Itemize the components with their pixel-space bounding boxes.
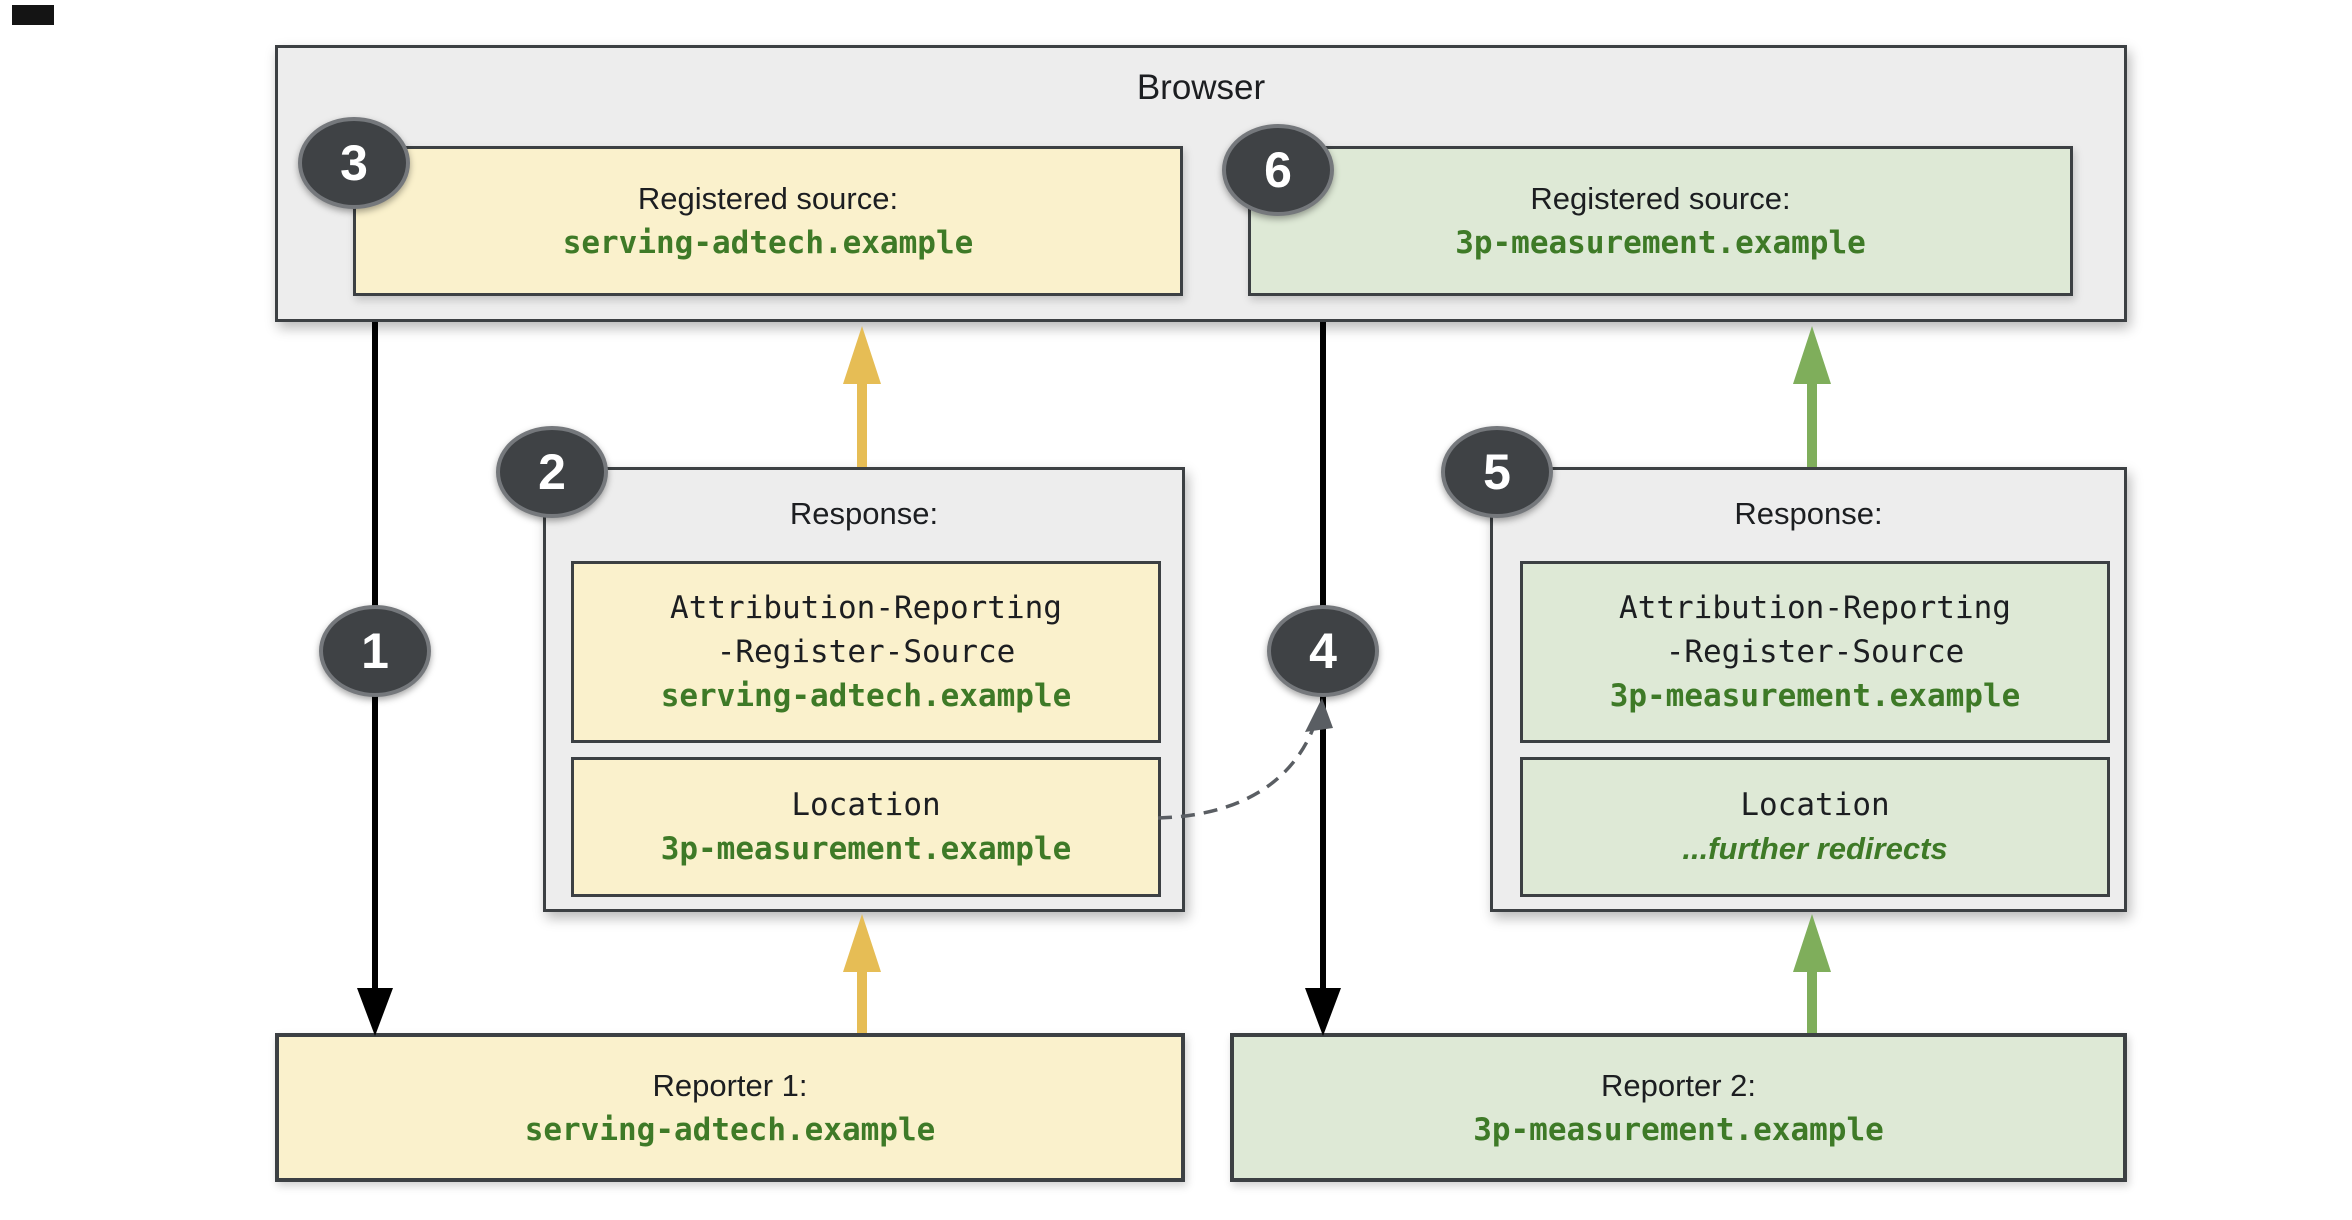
response-1-box: Response: Attribution-Reporting -Registe… xyxy=(543,467,1185,912)
response-1-location-value: 3p-measurement.example xyxy=(660,831,1072,867)
response-2-location-value: ...further redirects xyxy=(1682,831,1948,866)
browser-title: Browser xyxy=(1136,68,1266,107)
step-badge-5: 5 xyxy=(1441,426,1553,518)
screenshot-corner-artifact xyxy=(12,5,54,25)
step-badge-6: 6 xyxy=(1222,124,1334,216)
step-badge-3: 3 xyxy=(298,117,410,209)
response-1-header-domain: serving-adtech.example xyxy=(660,678,1072,714)
response-2-register-source-box: Attribution-Reporting -Register-Source 3… xyxy=(1520,561,2110,743)
response-1-title: Response: xyxy=(789,496,939,531)
response-1-header-line1: Attribution-Reporting xyxy=(670,590,1062,626)
registered-source-2-box: Registered source: 3p-measurement.exampl… xyxy=(1248,146,2073,296)
response-2-title: Response: xyxy=(1734,496,1883,531)
registered-source-1-box: Registered source: serving-adtech.exampl… xyxy=(353,146,1183,296)
step-badge-2: 2 xyxy=(496,426,608,518)
arrowhead-response2-to-browser xyxy=(1793,326,1831,384)
reporter-1-domain: serving-adtech.example xyxy=(524,1111,936,1148)
reporter-1-label: Reporter 1: xyxy=(652,1067,808,1103)
response-2-header-line2: -Register-Source xyxy=(1665,634,1965,670)
arrowhead-browser-to-reporter2 xyxy=(1305,988,1341,1036)
arrowhead-reporter2-to-response2 xyxy=(1793,914,1831,972)
response-1-location-box: Location 3p-measurement.example xyxy=(571,757,1161,897)
browser-box: Browser Registered source: serving-adtec… xyxy=(275,45,2127,322)
step-badge-1: 1 xyxy=(319,605,431,697)
response-2-header-line1: Attribution-Reporting xyxy=(1619,590,2011,626)
arrowhead-location-redirect-dashed xyxy=(1305,698,1333,732)
reporter-2-domain: 3p-measurement.example xyxy=(1473,1111,1884,1148)
arrowhead-browser-to-reporter1 xyxy=(357,988,393,1036)
response-2-header-domain: 3p-measurement.example xyxy=(1609,678,2021,714)
response-2-location-label: Location xyxy=(1740,787,1890,823)
reporter-1-box: Reporter 1: serving-adtech.example xyxy=(275,1033,1185,1182)
registered-source-1-label: Registered source: xyxy=(637,181,899,216)
reporter-2-box: Reporter 2: 3p-measurement.example xyxy=(1230,1033,2127,1182)
response-2-location-box: Location ...further redirects xyxy=(1520,757,2110,897)
arrowhead-reporter1-to-response1 xyxy=(843,914,881,972)
response-2-box: Response: Attribution-Reporting -Registe… xyxy=(1490,467,2127,912)
step-badge-4: 4 xyxy=(1267,605,1379,697)
arrowhead-response1-to-browser xyxy=(843,326,881,384)
response-1-location-label: Location xyxy=(791,787,941,823)
reporter-2-label: Reporter 2: xyxy=(1600,1067,1757,1103)
response-1-header-line2: -Register-Source xyxy=(716,634,1016,670)
registered-source-2-label: Registered source: xyxy=(1530,181,1791,216)
response-1-register-source-box: Attribution-Reporting -Register-Source s… xyxy=(571,561,1161,743)
registered-source-2-domain: 3p-measurement.example xyxy=(1455,225,1866,261)
registered-source-1-domain: serving-adtech.example xyxy=(562,225,974,261)
